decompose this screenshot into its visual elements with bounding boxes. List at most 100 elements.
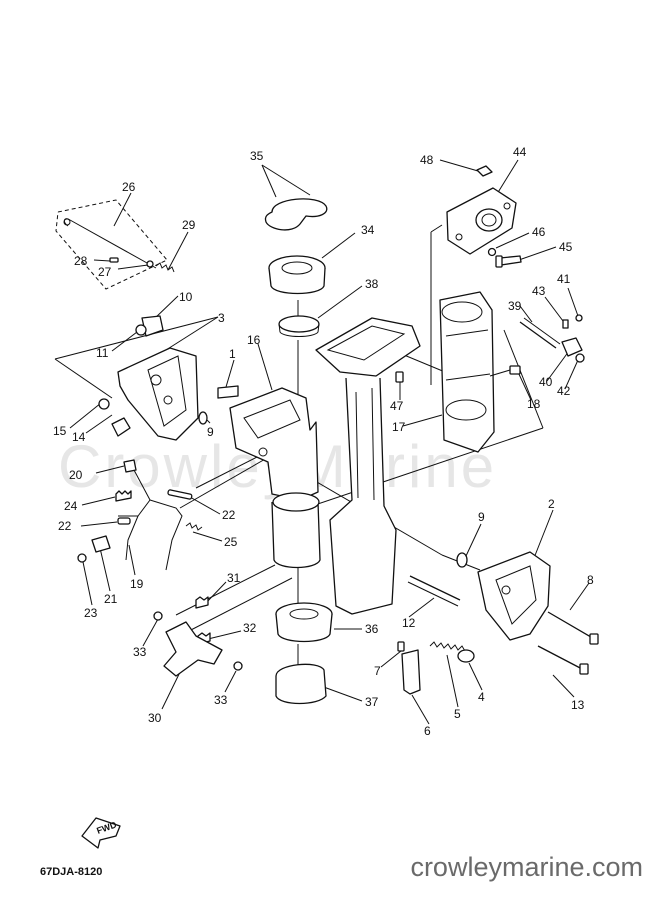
power-head-housing	[315, 317, 421, 615]
part-label-42: 42	[557, 384, 571, 398]
part-33-screws	[153, 611, 243, 671]
part-label-7: 7	[374, 664, 381, 678]
part-13-bolt	[537, 645, 589, 675]
site-url: crowleymarine.com	[410, 852, 643, 882]
part-8-bolt	[547, 611, 599, 645]
part-17-crankcase-cover	[439, 291, 495, 453]
fwd-arrow-icon: FWD	[81, 817, 121, 849]
part-15-nut	[98, 398, 110, 410]
part-label-5: 5	[454, 707, 461, 721]
part-label-18: 18	[527, 397, 541, 411]
part-label-32: 32	[243, 621, 257, 635]
part-26-rod	[63, 218, 157, 269]
part-42-nut	[575, 353, 585, 363]
part-11-nut	[135, 324, 147, 336]
part-label-14: 14	[72, 430, 86, 444]
diagram-code: 67DJA-8120	[40, 866, 103, 878]
part-3-clamp-bracket-left	[117, 347, 199, 441]
part-36-lower-bushing	[275, 602, 333, 643]
part-label-30: 30	[148, 711, 162, 725]
part-25-spring	[185, 522, 203, 531]
part-21-clip	[91, 535, 111, 553]
part-24-spring	[115, 490, 132, 502]
part-label-11: 11	[96, 346, 109, 360]
part-4-cap	[457, 649, 475, 663]
part-47-pin	[395, 371, 404, 383]
part-label-40: 40	[539, 375, 553, 389]
part-label-45: 45	[559, 240, 573, 254]
part-9a-washer	[198, 411, 208, 425]
part-22-pin	[117, 489, 193, 525]
part-label-20: 20	[69, 468, 83, 482]
part-label-24: 24	[64, 499, 78, 513]
part-label-29: 29	[182, 218, 196, 232]
part-label-27: 27	[98, 265, 112, 279]
part-14-lever	[111, 417, 131, 437]
part-35-circlip	[264, 198, 328, 231]
part-29-spring	[155, 262, 175, 273]
part-6-lever	[401, 649, 421, 695]
part-label-43: 43	[532, 284, 546, 298]
part-label-9b: 9	[478, 510, 485, 524]
part-45-bolt	[495, 255, 522, 268]
part-label-33a: 33	[133, 645, 147, 659]
part-16-swivel-bracket	[229, 387, 321, 569]
part-label-2: 2	[548, 497, 555, 511]
part-19-tilt-rod	[118, 469, 183, 571]
part-label-39: 39	[508, 299, 522, 313]
part-label-47: 47	[390, 399, 404, 413]
part-label-1: 1	[229, 347, 236, 361]
part-31-spring	[195, 596, 209, 609]
part-18-bolt	[489, 365, 521, 377]
part-2-clamp-bracket-right	[477, 551, 551, 641]
part-label-16: 16	[247, 333, 261, 347]
part-label-41: 41	[557, 272, 571, 286]
part-23-screw	[77, 553, 87, 563]
part-label-13: 13	[571, 698, 585, 712]
part-label-37: 37	[365, 695, 379, 709]
part-20-knob	[123, 459, 137, 473]
part-label-36: 36	[365, 622, 379, 636]
part-label-3: 3	[218, 311, 225, 325]
part-label-38: 38	[365, 277, 379, 291]
part-label-22b: 22	[58, 519, 72, 533]
part-label-15: 15	[53, 424, 67, 438]
part-label-31: 31	[227, 571, 241, 585]
part-1-label	[217, 385, 239, 399]
part-5-spring	[429, 641, 466, 652]
part-label-10: 10	[179, 290, 193, 304]
part-label-44: 44	[513, 145, 527, 159]
part-34-upper-bushing	[268, 255, 326, 295]
part-43-screw	[562, 319, 569, 329]
part-label-22a: 22	[222, 508, 236, 522]
part-label-26: 26	[122, 180, 136, 194]
part-30-tilt-lever	[163, 621, 223, 677]
part-48-pad	[476, 165, 493, 177]
part-41-screw	[575, 314, 583, 322]
part-label-6: 6	[424, 724, 431, 738]
part-label-19: 19	[130, 577, 144, 591]
part-label-33b: 33	[214, 693, 228, 707]
part-label-35: 35	[250, 149, 264, 163]
part-label-25: 25	[224, 535, 238, 549]
part-37-wrap	[275, 663, 327, 705]
part-27-grommet	[146, 260, 154, 268]
part-label-46: 46	[532, 225, 546, 239]
part-label-23: 23	[84, 606, 98, 620]
part-40-lever	[561, 337, 583, 357]
part-label-9a: 9	[207, 425, 214, 439]
part-number-labels: 35 48 44 26 29 34 46 45 28 27 41 38 43 1…	[53, 145, 594, 738]
part-46-washer	[487, 247, 497, 257]
part-label-48: 48	[420, 153, 434, 167]
part-7-pin	[397, 641, 405, 652]
part-label-17: 17	[392, 420, 406, 434]
part-39-shaft	[519, 317, 561, 349]
part-28-pin	[109, 257, 119, 263]
part-38-band	[278, 315, 320, 337]
part-label-21: 21	[104, 592, 118, 606]
part-label-34: 34	[361, 223, 375, 237]
part-label-12: 12	[402, 616, 416, 630]
part-44-mount-plate	[446, 187, 517, 255]
